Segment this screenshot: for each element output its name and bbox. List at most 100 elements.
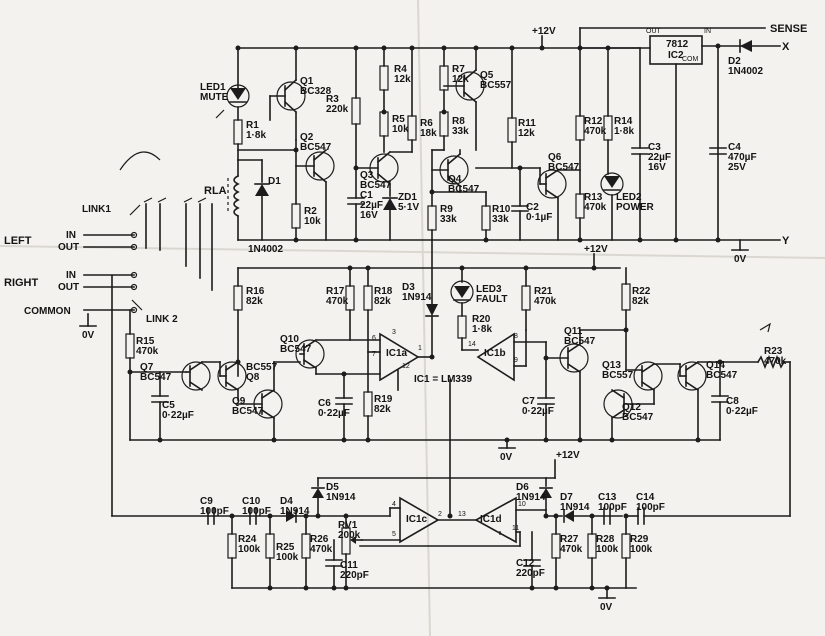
c1-label: 22µF (360, 200, 383, 211)
r8-label: R8 (452, 116, 465, 127)
c7-label: 0·22µF (522, 406, 554, 417)
r12-label: 470k (584, 126, 607, 137)
ic2-name-label: 7812 (666, 39, 689, 50)
pin-number: 5 (392, 531, 396, 538)
r18-resistor (363, 267, 373, 393)
c1-capacitor (347, 167, 365, 241)
c10-label: C10 (242, 496, 261, 507)
q11-label: Q11 (564, 326, 583, 337)
led2-label: POWER (616, 202, 655, 213)
c14-label: C14 (636, 492, 655, 503)
c3-label: C3 (648, 142, 661, 153)
d3-diode (425, 304, 439, 358)
r16-resistor (233, 267, 243, 377)
x-label: X (782, 41, 790, 53)
r3-label: R3 (326, 94, 339, 105)
pin-number: 1 (418, 345, 422, 352)
r9-resistor (427, 205, 437, 313)
d1-label: D1 (268, 176, 281, 187)
zd1-label: ZD1 (398, 192, 417, 203)
paper-fold (417, 0, 431, 636)
pin-number: 13 (458, 511, 466, 518)
pin-number: 11 (512, 525, 519, 532)
r26-label: R26 (310, 534, 329, 545)
r4-label: R4 (394, 64, 407, 75)
c7-label: C7 (522, 396, 535, 407)
c11-label: C11 (340, 560, 358, 571)
zd1-zener (382, 183, 398, 241)
ic1-label: IC1 = LM339 (414, 374, 473, 385)
junction-dots (127, 43, 723, 591)
ic1d-comparator (359, 496, 547, 547)
d5-diode (311, 477, 325, 517)
r6-resistor (389, 47, 417, 153)
r19-label: 82k (374, 404, 391, 415)
r1-label: R1 (246, 120, 259, 131)
p12v-top-label: +12V (532, 26, 556, 37)
r18-label: 82k (374, 296, 391, 307)
q5-transistor (443, 47, 485, 151)
r25-label: R25 (276, 542, 295, 553)
ground-symbols (79, 249, 749, 599)
q2-transistor (295, 148, 335, 241)
r16-label: 82k (246, 296, 263, 307)
d7-diode (545, 509, 623, 523)
q14-label: Q14 (706, 360, 725, 371)
led3-label: LED3 (476, 284, 502, 295)
d5-label: D5 (326, 482, 339, 493)
pin-number: 8 (514, 333, 518, 340)
r1-resistor (233, 119, 243, 161)
r11-resistor (475, 47, 541, 169)
r24-label: R24 (238, 534, 257, 545)
r17-resistor (345, 267, 355, 341)
q9-transistor (237, 361, 301, 441)
r21-label: 470k (534, 296, 557, 307)
r21-label: R21 (534, 286, 553, 297)
d2-label: 1N4002 (728, 66, 763, 77)
r13-resistor (575, 193, 585, 241)
input-terminals (83, 231, 138, 314)
r27-resistor (551, 515, 561, 589)
r10-resistor (481, 191, 491, 241)
q12-label: Q12 (622, 402, 641, 413)
r3-resistor (351, 47, 361, 169)
c12-label: C12 (516, 558, 535, 569)
q2-label: BC547 (300, 142, 332, 153)
r15-label: R15 (136, 336, 155, 347)
led3-label: FAULT (476, 294, 507, 305)
r26-resistor (301, 515, 311, 589)
pin-number: 14 (468, 341, 476, 348)
r22-label: 82k (632, 296, 649, 307)
q1-label: BC328 (300, 86, 332, 97)
c5-label: 0·22µF (162, 410, 194, 421)
r9-label: R9 (440, 204, 453, 215)
c1-label: 16V (360, 210, 378, 221)
in-right-label: IN (66, 270, 76, 281)
q10-label: BC547 (280, 344, 312, 355)
r18-label: R18 (374, 286, 393, 297)
d2-diode (739, 39, 752, 53)
d3-label: D3 (402, 282, 415, 293)
ic1c-label: IC1c (406, 514, 428, 525)
q13-label: Q13 (602, 360, 621, 371)
r23-resistor (756, 322, 791, 517)
q12-transistor (603, 388, 655, 441)
link2-label: LINK 2 (146, 314, 178, 325)
c13-label: 100pF (598, 502, 627, 513)
q5-label: BC557 (480, 80, 512, 91)
c3-label: 16V (648, 162, 666, 173)
r10-label: R10 (492, 204, 511, 215)
r27-label: R27 (560, 534, 579, 545)
r29-resistor (621, 515, 631, 589)
r7-resistor (439, 47, 449, 113)
r12-resistor (575, 47, 585, 195)
r13-label: 470k (584, 202, 607, 213)
q3-label: Q3 (360, 170, 374, 181)
q4-label: Q4 (448, 174, 462, 185)
r14-resistor (603, 47, 613, 175)
ic2-regulator (649, 35, 703, 65)
pin-number: 7 (372, 351, 376, 358)
q10-transistor (295, 338, 381, 375)
